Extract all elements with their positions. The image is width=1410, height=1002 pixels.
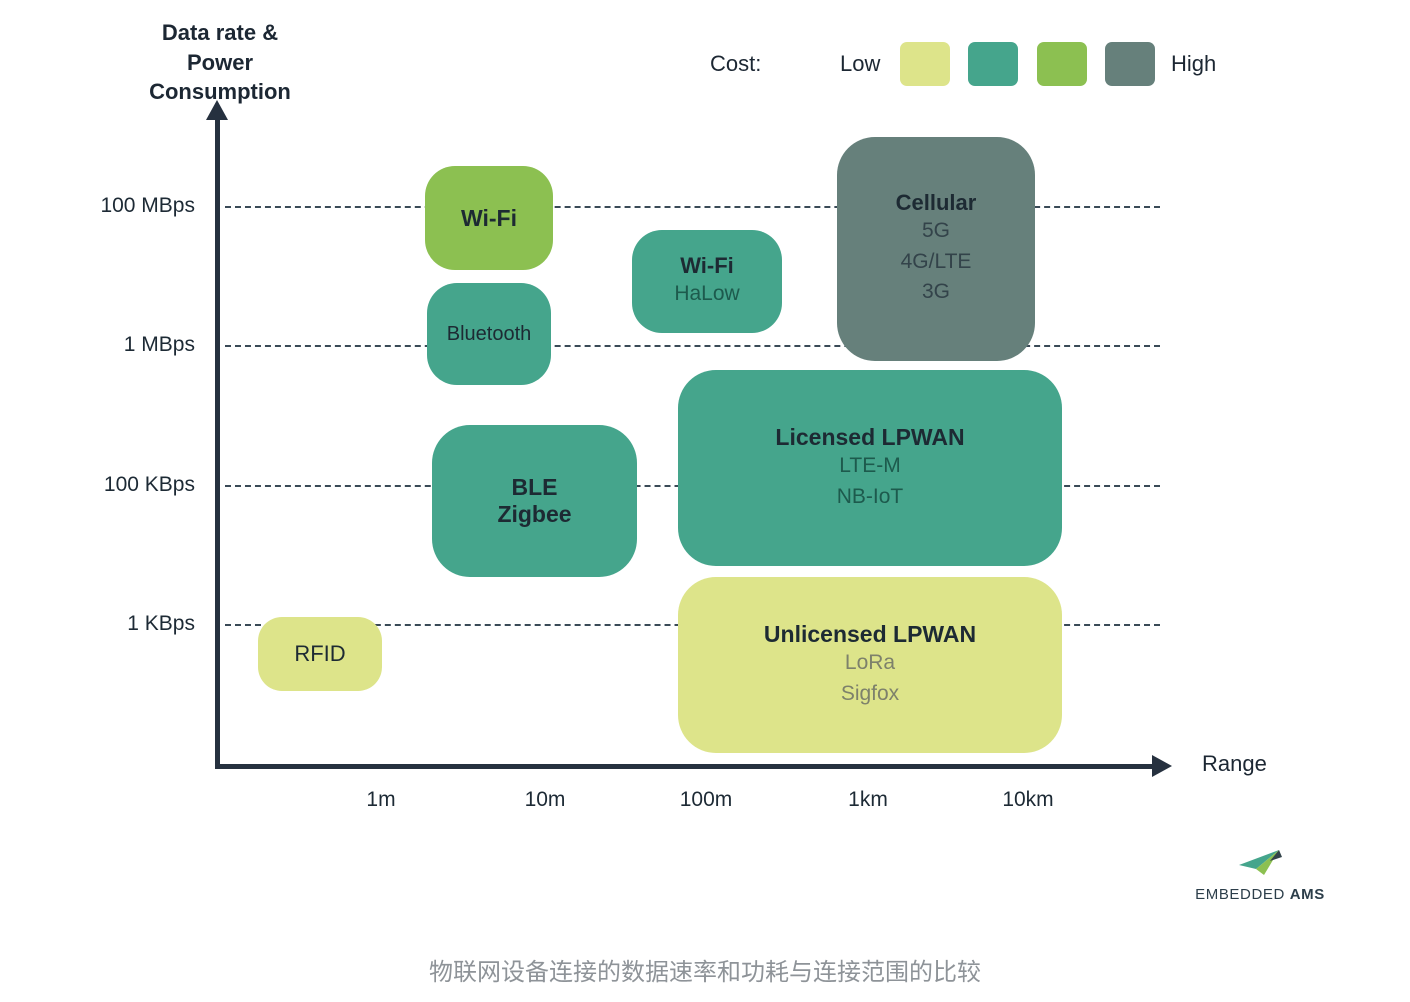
x-axis-arrowhead-icon — [1152, 755, 1172, 777]
legend-low-label: Low — [840, 51, 881, 76]
y-axis-title-line: Power — [186, 49, 254, 75]
node-bluetooth: Bluetooth — [427, 283, 551, 385]
node-ble-zigbee: BLE Zigbee — [432, 425, 637, 577]
legend-swatch-high — [1105, 42, 1155, 86]
node-licensed-lpwan-ltem: LTE-M — [839, 454, 901, 478]
y-axis-title-line: Data rate & — [161, 20, 279, 45]
node-cellular-line-5g: 5G — [921, 219, 950, 243]
node-wifi-halow-title: Wi-Fi — [680, 253, 734, 279]
node-cellular-title: Cellular — [895, 190, 977, 216]
embedded-ams-logo-text: EMBEDDED AMS — [1180, 886, 1340, 903]
node-cellular-line-3g: 3G — [921, 280, 950, 304]
y-tick-1mbps: 1 MBps — [123, 333, 195, 356]
gridline-100mbps — [225, 206, 1160, 208]
legend-title: Cost: — [710, 51, 762, 76]
node-unlicensed-lpwan: Unlicensed LPWAN LoRa Sigfox — [678, 577, 1062, 753]
gridline-1mbps — [225, 345, 1160, 347]
node-unlicensed-lpwan-title: Unlicensed LPWAN — [763, 621, 977, 648]
legend-swatch-low — [900, 42, 950, 86]
chart-caption: 物联网设备连接的数据速率和功耗与连接范围的比较 — [429, 959, 981, 986]
y-tick-100mbps: 100 MBps — [100, 194, 195, 217]
node-wifi-halow: Wi-Fi HaLow — [632, 230, 782, 333]
y-axis-line — [215, 118, 220, 768]
node-licensed-lpwan: Licensed LPWAN LTE-M NB-IoT — [678, 370, 1062, 566]
node-unlicensed-lpwan-lora: LoRa — [844, 651, 896, 675]
x-tick-10km: 10km — [1002, 788, 1054, 811]
x-tick-1km: 1km — [848, 788, 888, 811]
node-unlicensed-lpwan-sigfox: Sigfox — [840, 681, 900, 705]
logo-text-regular: EMBEDDED — [1195, 886, 1285, 903]
x-tick-100m: 100m — [679, 788, 733, 811]
logo-text-bold: AMS — [1289, 886, 1325, 903]
y-tick-100kbps: 100 KBps — [103, 473, 195, 496]
node-rfid: RFID — [258, 617, 382, 691]
embedded-ams-logo: EMBEDDED AMS — [1180, 848, 1340, 903]
x-axis-line — [215, 764, 1157, 769]
node-cellular: Cellular 5G 4G/LTE 3G — [837, 137, 1035, 361]
node-wifi-halow-subtitle: HaLow — [674, 282, 740, 306]
y-axis-arrowhead-icon — [206, 100, 228, 120]
y-tick-1kbps: 1 KBps — [127, 612, 195, 635]
node-wifi: Wi-Fi — [425, 166, 553, 270]
node-wifi-label: Wi-Fi — [461, 204, 517, 231]
node-cellular-line-4g: 4G/LTE — [900, 249, 972, 273]
x-tick-1m: 1m — [366, 788, 396, 811]
legend-high-label: High — [1171, 51, 1217, 76]
node-zigbee-label: Zigbee — [497, 501, 572, 527]
node-ble-label: BLE — [511, 474, 558, 500]
paper-plane-icon — [1239, 850, 1282, 875]
node-licensed-lpwan-nbiot: NB-IoT — [836, 484, 904, 508]
node-licensed-lpwan-title: Licensed LPWAN — [775, 424, 965, 451]
y-axis-title: Data rate & Power Consumption — [110, 18, 330, 107]
node-rfid-label: RFID — [294, 641, 346, 666]
x-tick-10m: 10m — [524, 788, 566, 811]
x-axis-title: Range — [1202, 751, 1267, 776]
legend-swatch-medium — [968, 42, 1018, 86]
legend-swatch-medium-high — [1037, 42, 1087, 86]
node-bluetooth-label: Bluetooth — [446, 322, 532, 345]
